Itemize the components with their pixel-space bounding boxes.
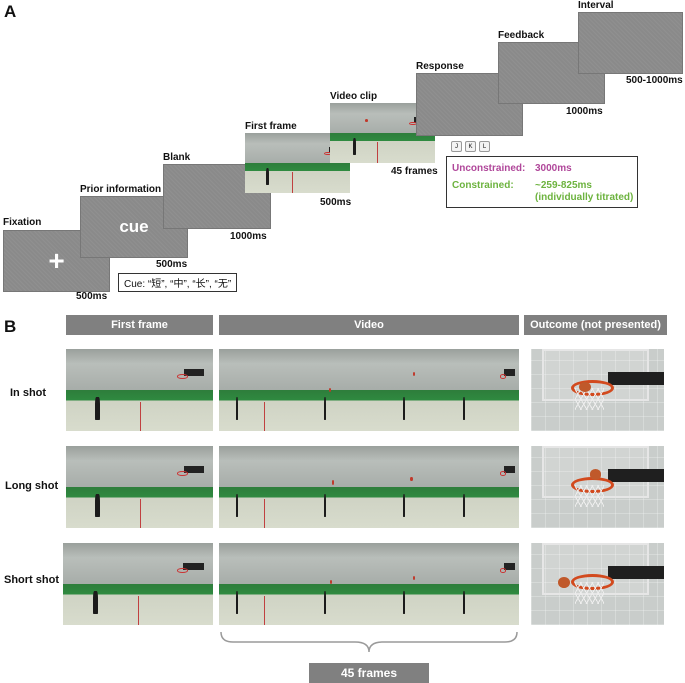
interval-screen	[578, 12, 683, 74]
long-shot-outcome	[531, 446, 664, 528]
video-brace	[220, 631, 518, 653]
key-j: J	[451, 141, 462, 152]
panel-a-letter: A	[4, 2, 17, 21]
row-label-long-shot: Long shot	[5, 480, 59, 492]
feedback-label: Feedback	[498, 30, 545, 41]
constrained-value: ~259-825ms	[535, 180, 592, 191]
long-shot-video	[219, 446, 519, 528]
unconstrained-value: 3000ms	[535, 163, 572, 174]
short-shot-outcome	[531, 543, 664, 625]
in-shot-first-frame	[66, 349, 213, 431]
header-first-frame: First frame	[66, 315, 213, 335]
row-label-short-shot: Short shot	[4, 574, 59, 586]
constrained-subtext: (individually titrated)	[535, 192, 634, 203]
prior-information-duration: 500ms	[156, 259, 188, 270]
long-shot-first-frame	[66, 446, 213, 528]
unconstrained-label: Unconstrained:	[452, 163, 526, 174]
blank-label: Blank	[163, 152, 191, 163]
blank-duration: 1000ms	[230, 231, 267, 242]
cue-note-text: Cue: “短”, “中”, “长”, “无”	[124, 279, 232, 290]
frames-count-bar: 45 frames	[309, 663, 429, 683]
interval-duration: 500-1000ms	[626, 75, 683, 86]
first-frame-label: First frame	[245, 121, 297, 132]
fixation-cross: +	[48, 245, 65, 276]
cue-note-box: Cue: “短”, “中”, “长”, “无”	[118, 273, 238, 292]
key-k: K	[465, 141, 476, 152]
response-screen	[416, 73, 523, 136]
in-shot-outcome	[531, 349, 664, 431]
fixation-label: Fixation	[3, 217, 42, 228]
in-shot-video	[219, 349, 519, 431]
video-clip-duration: 45 frames	[391, 166, 438, 177]
header-video: Video	[219, 315, 519, 335]
first-frame-duration: 500ms	[320, 197, 352, 208]
cue-text: cue	[119, 217, 149, 236]
key-l: L	[479, 141, 490, 152]
short-shot-first-frame	[63, 543, 213, 625]
short-shot-video	[219, 543, 519, 625]
response-time-box: Unconstrained: 3000ms Constrained: ~259-…	[446, 156, 638, 208]
prior-information-label: Prior information	[80, 184, 162, 195]
panel-b-letter: B	[4, 317, 17, 336]
interval-label: Interval	[578, 0, 614, 11]
response-label: Response	[416, 61, 464, 72]
constrained-label: Constrained:	[452, 180, 514, 191]
row-label-in-shot: In shot	[10, 387, 47, 399]
feedback-duration: 1000ms	[566, 106, 603, 117]
video-clip-label: Video clip	[330, 91, 378, 102]
header-outcome: Outcome (not presented)	[524, 315, 667, 335]
fixation-duration: 500ms	[76, 291, 108, 302]
response-keys: J K L	[451, 141, 490, 152]
